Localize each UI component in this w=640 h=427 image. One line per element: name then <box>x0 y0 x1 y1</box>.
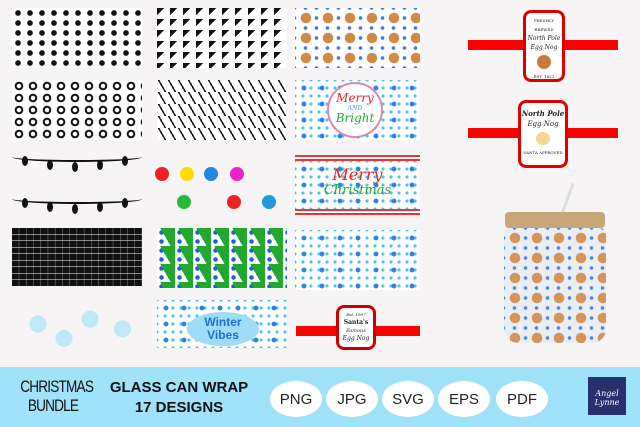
label-sub: Egg Nog <box>530 44 558 51</box>
design-snowmen <box>12 300 142 348</box>
design-snowflakes <box>295 230 420 290</box>
bundle-title-1: CHRISTMAS <box>20 377 94 396</box>
design-stockings <box>157 8 287 68</box>
santa-label: Est. 1997 Santa's Famous Egg Nog <box>336 305 376 350</box>
label-sub: Egg Nog <box>342 335 370 342</box>
mug-icon <box>536 132 550 145</box>
design-green-trees <box>157 228 287 288</box>
design-count: 17 DESIGNS <box>134 399 224 416</box>
bundle-title-2: BUNDLE <box>27 396 79 415</box>
label-sub: Egg Nog <box>527 120 559 128</box>
north-pole-label-2: North Pole Egg Nog SANTA APPROVED <box>518 100 568 168</box>
label-mid: Famous <box>346 328 366 334</box>
label-title: Santa's <box>343 319 369 326</box>
winter-text: Winter <box>204 315 242 329</box>
format-pdf: PDF <box>496 381 548 417</box>
label-top: FRESHLY BREWED <box>534 18 554 32</box>
and-text: AND <box>347 105 363 112</box>
label-foot: EST. 1823 <box>533 74 555 79</box>
north-pole-label-1: FRESHLY BREWED North Pole Egg Nog EST. 1… <box>523 10 565 82</box>
format-eps: EPS <box>438 381 490 417</box>
design-lights <box>12 148 142 216</box>
design-skulls <box>12 8 142 68</box>
format-svg: SVG <box>382 381 434 417</box>
format-jpg: JPG <box>326 381 378 417</box>
design-ornaments <box>152 155 287 215</box>
design-merry-bright: Merry AND Bright <box>295 80 420 140</box>
glass-can-mockup <box>500 182 610 347</box>
design-gingerbread <box>295 8 420 68</box>
gingerbread-icon <box>537 55 551 69</box>
design-trees <box>157 80 287 140</box>
label-foot: SANTA APPROVED <box>523 150 563 155</box>
label-est: Est. 1997 <box>346 312 366 317</box>
bright-text: Bright <box>335 111 375 125</box>
design-wreaths <box>12 80 142 140</box>
vibes-text: Vibes <box>207 328 239 342</box>
logo: Angel Lynne <box>588 377 626 415</box>
label-title: North Pole <box>521 109 565 118</box>
label-title: North Pole <box>527 35 561 42</box>
format-png: PNG <box>270 381 322 417</box>
design-gifts <box>12 228 142 286</box>
product-title: GLASS CAN WRAP <box>109 379 249 396</box>
merry-text: Merry <box>332 165 383 184</box>
christmas-text: Christmas <box>323 183 392 198</box>
design-merry-christmas: Merry Christmas <box>295 155 420 215</box>
merry-text: Merry <box>336 91 374 105</box>
